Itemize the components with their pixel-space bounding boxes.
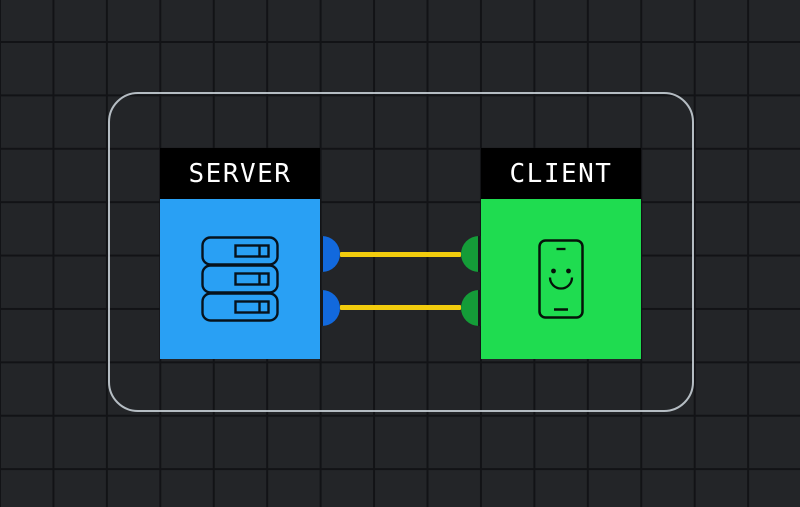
- server-rack-icon: [201, 236, 279, 322]
- server-box[interactable]: [160, 199, 320, 359]
- client-label: CLIENT: [509, 158, 613, 189]
- client-box[interactable]: [481, 199, 641, 359]
- server-node[interactable]: SERVER: [160, 148, 320, 359]
- smartphone-smiley-icon: [538, 239, 584, 319]
- server-label-bar: SERVER: [160, 148, 320, 199]
- diagram-frame: [108, 92, 694, 412]
- server-label: SERVER: [188, 158, 292, 189]
- connection-line-bottom[interactable]: [340, 305, 461, 310]
- client-node[interactable]: CLIENT: [481, 148, 641, 359]
- server-port-top[interactable]: [320, 236, 340, 272]
- client-label-bar: CLIENT: [481, 148, 641, 199]
- connection-line-top[interactable]: [340, 252, 461, 257]
- client-port-bottom[interactable]: [461, 290, 481, 326]
- client-port-top[interactable]: [461, 236, 481, 272]
- server-port-bottom[interactable]: [320, 290, 340, 326]
